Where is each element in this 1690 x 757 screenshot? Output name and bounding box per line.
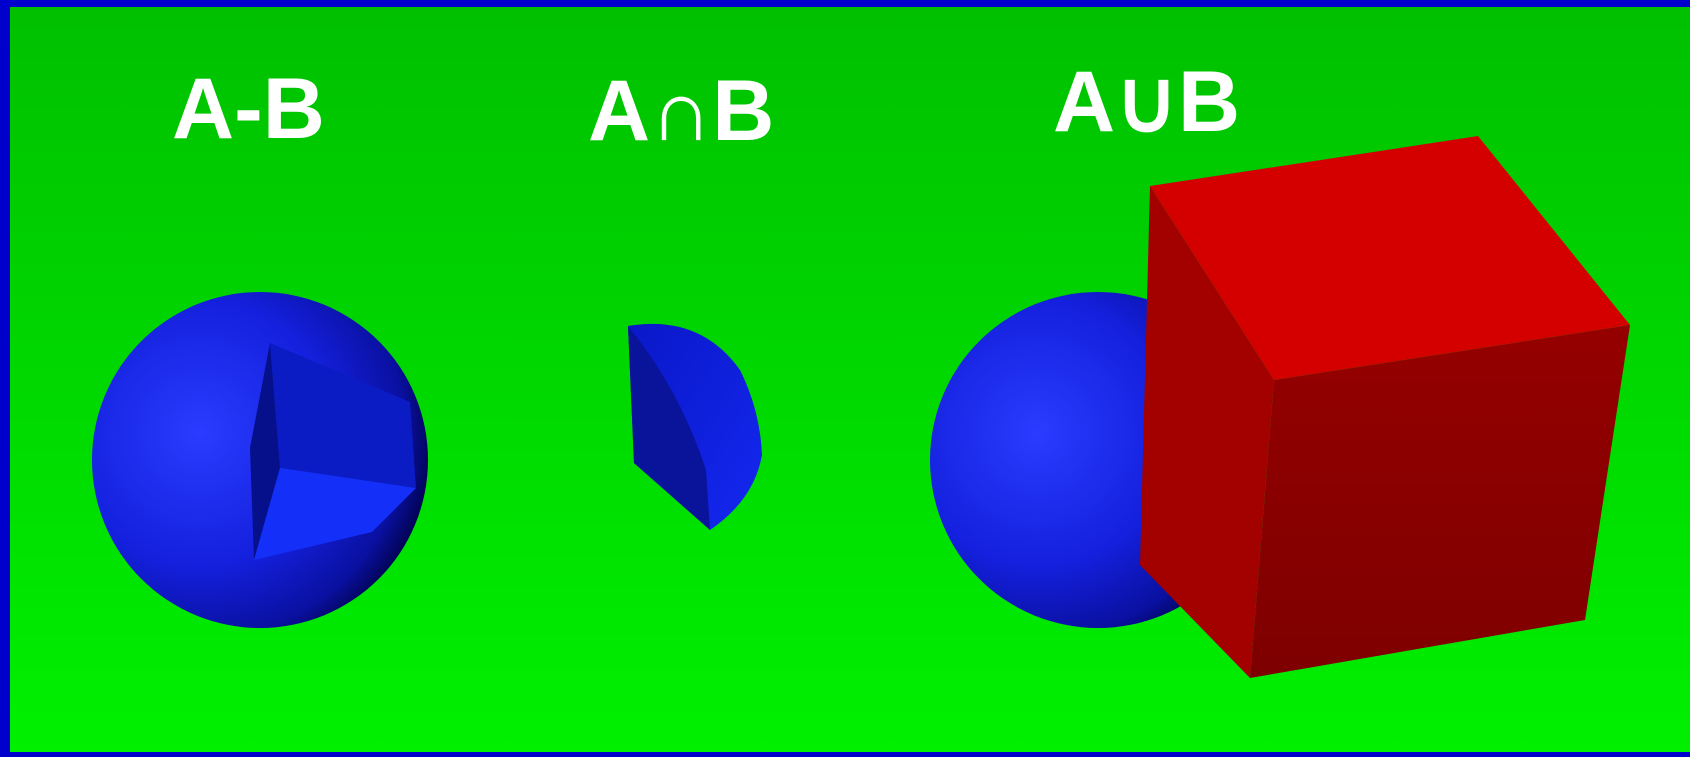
difference-cut-face-left	[250, 343, 280, 560]
label-difference: A-B	[172, 61, 325, 157]
difference-cut-face-top	[270, 343, 416, 488]
label-union: A∪B	[1053, 54, 1240, 150]
union-cube-top-face	[1150, 136, 1630, 380]
difference-cut-face-bottom	[254, 468, 416, 560]
union-shape	[930, 136, 1630, 678]
label-intersection: A∩B	[588, 63, 774, 159]
intersection-wedge-inner-face	[628, 326, 710, 530]
union-cube-left-face	[1140, 186, 1274, 678]
intersection-shape	[628, 323, 762, 530]
union-cube-front-face	[1250, 325, 1630, 678]
difference-shape	[92, 292, 428, 628]
